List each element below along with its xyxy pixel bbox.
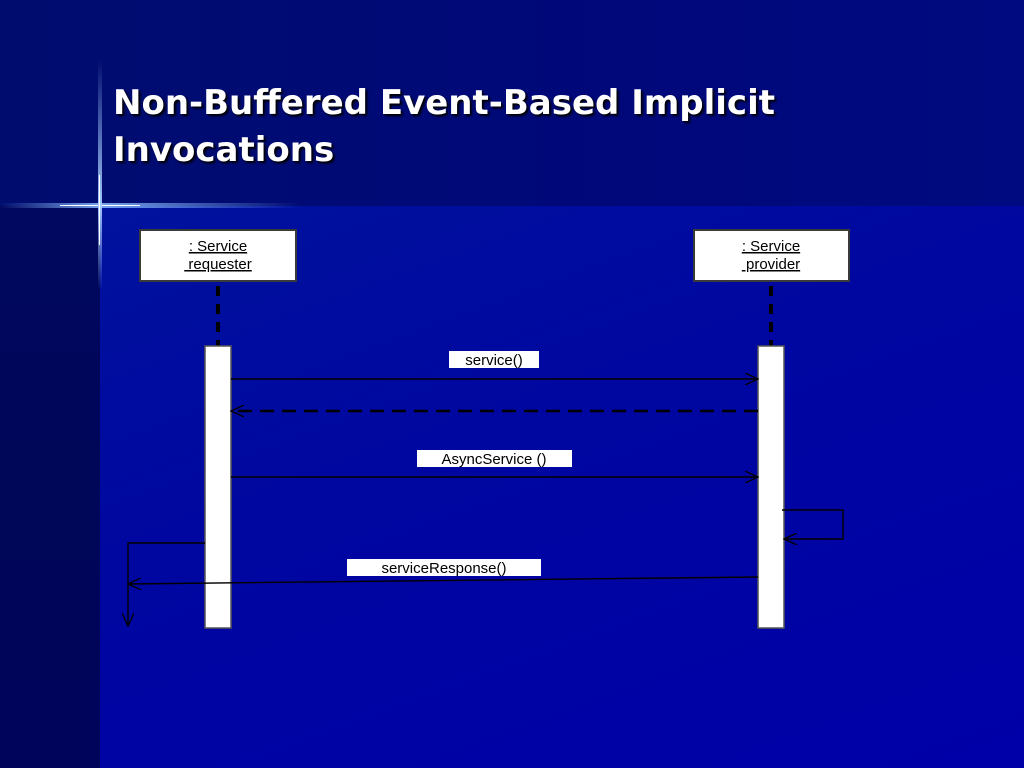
message-label-asyncservice: AsyncService () xyxy=(441,451,546,468)
activation-bar-provider xyxy=(757,345,785,629)
lifeline-box-requester xyxy=(139,229,297,282)
message-label-bg-service xyxy=(449,351,539,368)
callback-arrow xyxy=(128,542,205,626)
callback-path xyxy=(128,542,205,626)
message-arrow-serviceresponse xyxy=(128,576,759,584)
lifeline-provider: : Service provider xyxy=(693,229,850,629)
message-label-service: service() xyxy=(465,352,523,369)
message-service: service() xyxy=(231,351,758,379)
header-band xyxy=(0,0,1024,206)
message-asyncservice: AsyncService () xyxy=(231,450,758,477)
message-label-bg-serviceresponse xyxy=(347,559,541,576)
activation-bar-requester xyxy=(204,345,232,629)
lifeline-label-requester-line2: requester xyxy=(184,256,252,273)
lifeline-label-provider-line2: provider xyxy=(742,256,800,273)
message-arrow-self-call xyxy=(782,509,844,539)
lifeline-label-requester-line1: : Service xyxy=(189,238,247,255)
message-label-serviceresponse: serviceResponse() xyxy=(381,560,506,577)
message-serviceresponse: serviceResponse() xyxy=(128,559,759,584)
lifeline-box-provider xyxy=(693,229,850,282)
light-flare-vertical xyxy=(98,60,102,290)
lifeline-label-provider-line1: : Service xyxy=(742,238,800,255)
light-flare-horizontal xyxy=(0,203,300,208)
lifeline-requester: : Service requester xyxy=(139,229,297,629)
message-self-call xyxy=(782,509,844,539)
light-flare-vertical-core xyxy=(99,175,100,245)
message-label-bg-asyncservice xyxy=(417,450,572,467)
slide-title: Non-Buffered Event-Based Implicit Invoca… xyxy=(113,83,775,170)
